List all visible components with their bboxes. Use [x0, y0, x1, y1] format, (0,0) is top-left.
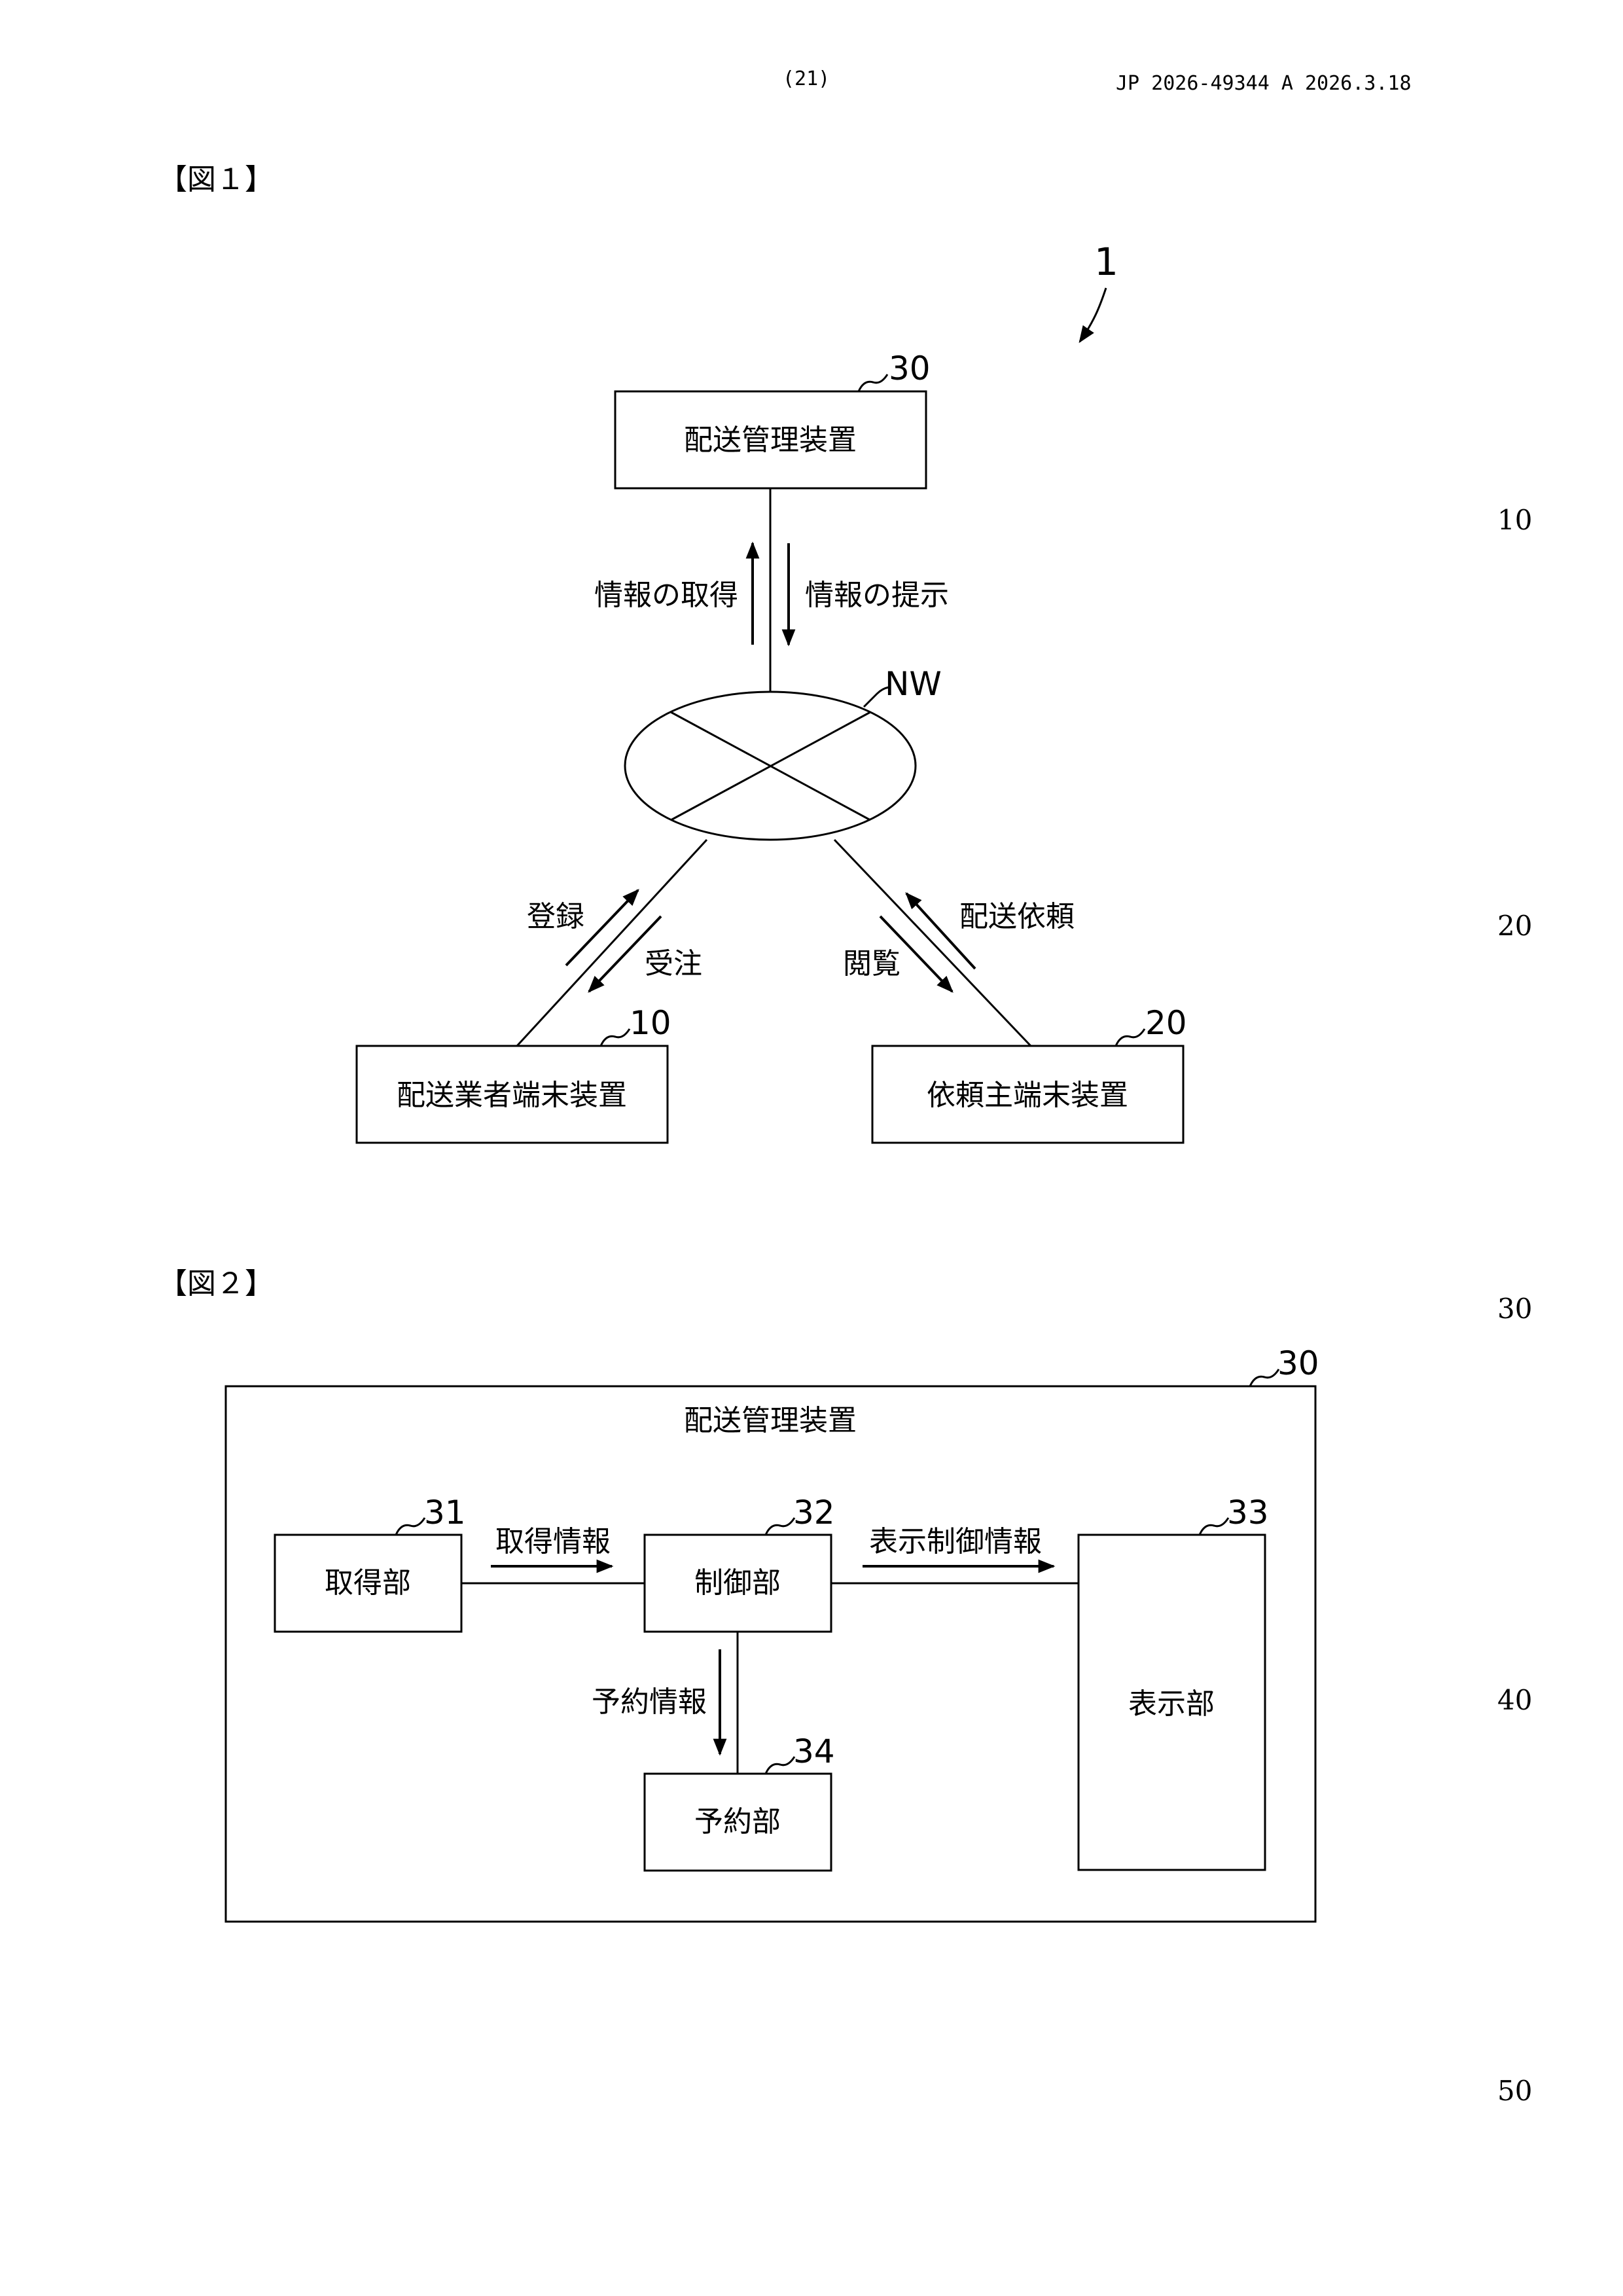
figure2-diagram: 配送管理装置 30 取得部 31 制御部 32 表示部 33 予約部 34 取得…	[0, 1309, 1623, 2029]
present-label: 情報の提示	[805, 579, 949, 612]
container-ref: 30	[1277, 1344, 1319, 1382]
container-label: 配送管理装置	[684, 1404, 857, 1437]
system-ref-label: 1	[1094, 240, 1118, 284]
requester-label: 依頼主端末装置	[927, 1079, 1128, 1112]
control-ref: 32	[793, 1494, 835, 1532]
requester-ref-leader	[1116, 1029, 1145, 1046]
reservation-ref: 34	[793, 1732, 835, 1770]
carrier-ref-leader	[601, 1029, 630, 1046]
display-control-info-label: 表示制御情報	[869, 1525, 1042, 1558]
system-ref-pointer	[1080, 288, 1106, 342]
line-number-50: 50	[1497, 2075, 1532, 2107]
browse-label: 閲覧	[843, 947, 901, 980]
request-label: 配送依頼	[959, 900, 1075, 933]
reservation-info-label: 予約情報	[592, 1685, 707, 1719]
acquire-label: 情報の取得	[594, 579, 738, 612]
figure2-title: 【図２】	[158, 1260, 274, 1302]
acquired-info-label: 取得情報	[495, 1525, 611, 1558]
figure1-diagram: 1 配送管理装置 30 情報の取得 情報の提示 NW 登録 受注 配送依頼 閲覧…	[0, 0, 1623, 1211]
acquisition-label: 取得部	[325, 1566, 411, 1600]
network-carrier-link	[517, 840, 707, 1046]
server-ref-leader	[859, 374, 887, 391]
acquisition-ref: 31	[424, 1494, 466, 1532]
carrier-ref: 10	[630, 1004, 671, 1042]
carrier-label: 配送業者端末装置	[397, 1079, 627, 1112]
network-requester-link	[834, 840, 1031, 1046]
display-ref: 33	[1227, 1494, 1269, 1532]
network-ref: NW	[885, 665, 942, 703]
control-label: 制御部	[694, 1566, 781, 1600]
register-label: 登録	[527, 900, 584, 933]
container-ref-leader	[1250, 1369, 1279, 1386]
requester-ref: 20	[1145, 1004, 1187, 1042]
server-ref: 30	[889, 350, 931, 387]
display-label: 表示部	[1128, 1687, 1215, 1721]
server-label: 配送管理装置	[684, 423, 857, 457]
reservation-label: 予約部	[694, 1805, 781, 1839]
accept-label: 受注	[645, 947, 702, 980]
